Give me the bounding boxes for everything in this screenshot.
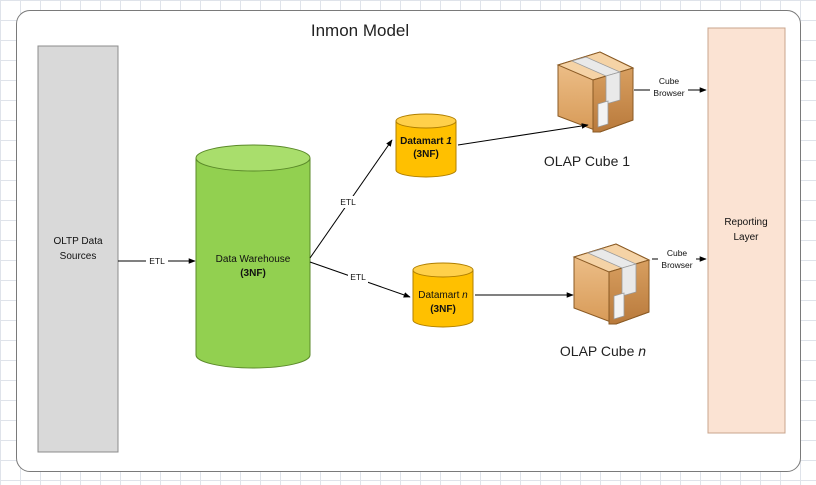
datamart-n-cylinder: Datamart n (3NF) xyxy=(412,262,474,328)
oltp-data-sources-node: OLTP Data Sources xyxy=(37,45,119,453)
data-warehouse-cylinder: Data Warehouse (3NF) xyxy=(195,144,311,369)
reporting-layer-node: Reporting Layer xyxy=(707,27,786,434)
etl-label-oltp: ETL xyxy=(149,256,165,266)
olap-cube-1-box-icon xyxy=(556,51,635,133)
cube-browser-n-line1: Cube xyxy=(667,248,688,258)
datamart-n-label: Datamart n xyxy=(418,290,468,301)
datamart-1-name: Datamart xyxy=(400,136,444,147)
diagram-title: Inmon Model xyxy=(311,21,409,40)
edge-datamart-1-to-cube-1 xyxy=(457,123,589,146)
etl-label-dm1: ETL xyxy=(340,197,356,207)
cube-browser-1-line2: Browser xyxy=(653,88,684,98)
etl-label-dmn: ETL xyxy=(350,272,366,282)
edge-oltp-to-warehouse: ETL xyxy=(118,254,196,267)
olap-cube-n-label: OLAP Cube n xyxy=(560,343,646,359)
oltp-label-line1: OLTP Data xyxy=(53,236,103,247)
cube-browser-n-line2: Browser xyxy=(661,260,692,270)
edge-cube-1-to-reporting: Cube Browser xyxy=(634,74,707,100)
datamart-1-cylinder: Datamart 1 (3NF) xyxy=(395,113,457,178)
datamart-n-sub: (3NF) xyxy=(430,304,456,315)
datamart-n-index: n xyxy=(462,290,468,301)
warehouse-label-line2: (3NF) xyxy=(240,268,266,279)
datamart-n-name: Datamart xyxy=(418,290,459,301)
reporting-label-line1: Reporting xyxy=(724,217,767,228)
oltp-label-line2: Sources xyxy=(60,251,97,262)
olap-cube-n-box-icon xyxy=(572,243,651,325)
edge-warehouse-to-datamart-1: ETL xyxy=(309,139,393,259)
reporting-label-line2: Layer xyxy=(733,232,759,243)
datamart-1-label: Datamart 1 xyxy=(400,136,452,147)
olap-cube-1-label: OLAP Cube 1 xyxy=(544,153,630,169)
olap-cube-n-name: OLAP Cube xyxy=(560,343,635,359)
edge-cube-n-to-reporting: Cube Browser xyxy=(652,245,707,273)
warehouse-label-line1: Data Warehouse xyxy=(216,254,291,265)
olap-cube-n-index: n xyxy=(638,343,646,359)
datamart-1-index: 1 xyxy=(446,136,452,147)
edge-warehouse-to-datamart-n: ETL xyxy=(309,261,411,298)
datamart-1-sub: (3NF) xyxy=(413,149,439,160)
cube-browser-1-line1: Cube xyxy=(659,76,680,86)
